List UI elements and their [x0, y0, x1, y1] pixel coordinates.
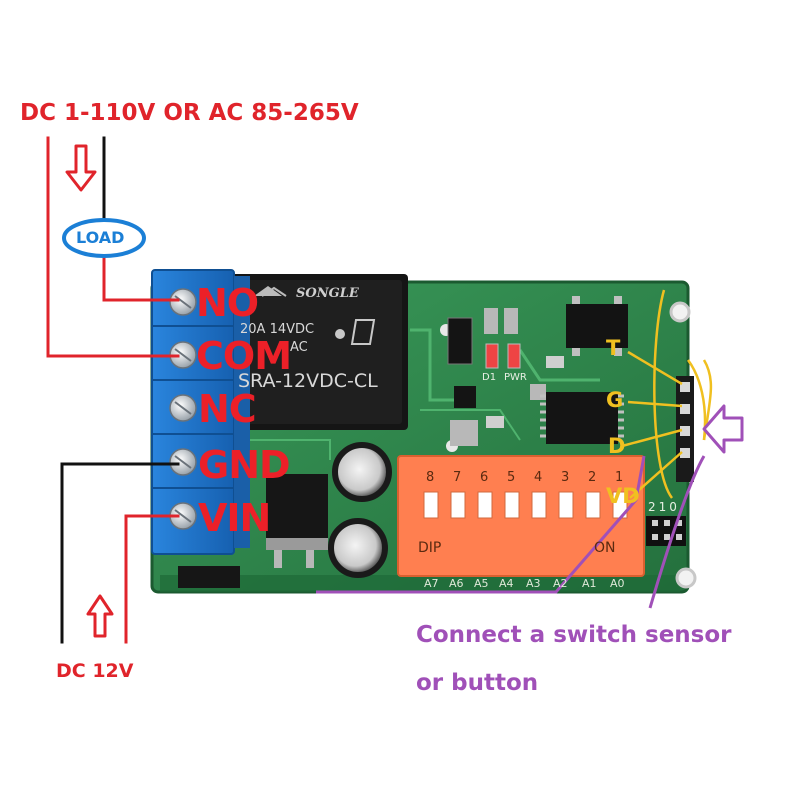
dip-number: 7: [453, 470, 462, 485]
dip-number: 3: [561, 470, 570, 485]
address-label: A7: [424, 577, 439, 590]
pin-label-vd: VD: [606, 484, 640, 508]
relay-rating-2: AC: [290, 340, 308, 355]
relay: [230, 274, 408, 430]
address-label: A1: [582, 577, 597, 590]
smd-components: [447, 308, 584, 446]
wires: [46, 136, 180, 644]
sensor-note-line1: Connect a switch sensor: [416, 622, 732, 648]
dip-number: 8: [426, 470, 435, 485]
pin-label-t: T: [606, 336, 621, 360]
voltage-regulator: [266, 474, 328, 568]
microcontroller: [540, 392, 624, 444]
terminal-screws: [169, 288, 197, 530]
terminal-label-gnd: GND: [198, 443, 291, 487]
address-label: A0: [610, 577, 625, 590]
dip-number: 2: [588, 470, 597, 485]
address-label: A4: [499, 577, 514, 590]
power-connector: [178, 566, 240, 588]
load-label: LOAD: [76, 228, 125, 247]
relay-model: SRA-12VDC-CL: [238, 370, 378, 392]
on-label: ON: [594, 540, 616, 556]
address-label: A5: [474, 577, 489, 590]
down-arrow-icon: [65, 144, 97, 192]
terminal-label-vin: VIN: [198, 496, 271, 540]
sensor-callout: [316, 455, 706, 609]
dip-number: 6: [480, 470, 489, 485]
left-arrow-icon: [702, 404, 744, 454]
d1-label: D1: [482, 372, 497, 383]
terminal-label-nc: NC: [198, 387, 257, 431]
address-label: A2: [553, 577, 568, 590]
capacitors: [328, 442, 392, 578]
relay-brand: SONGLE: [296, 286, 359, 301]
terminal-label-com: COM: [196, 334, 292, 378]
pin-label-d: D: [608, 434, 626, 458]
input-header: [676, 376, 694, 482]
dip-number: 4: [534, 470, 543, 485]
terminal-label-no: NO: [196, 281, 259, 325]
bottom-power-label: DC 12V: [56, 660, 134, 682]
optocoupler: [566, 296, 628, 356]
jumper-block: [646, 516, 686, 546]
dip-number: 1: [615, 470, 624, 485]
pin-label-g: G: [606, 388, 624, 412]
pwr-label: PWR: [504, 372, 527, 383]
address-label: A6: [449, 577, 464, 590]
load-oval: [62, 218, 146, 258]
jumper-label: 210: [648, 500, 680, 514]
relay-rating-1: 20A 14VDC: [240, 322, 315, 337]
dip-switch: [397, 455, 645, 577]
up-arrow-icon: [86, 594, 114, 638]
top-power-label: DC 1-110V OR AC 85-265V: [20, 100, 359, 126]
dip-label: DIP: [418, 540, 442, 556]
sensor-note-line2: or button: [416, 670, 539, 696]
dip-number: 5: [507, 470, 516, 485]
address-label: A3: [526, 577, 541, 590]
